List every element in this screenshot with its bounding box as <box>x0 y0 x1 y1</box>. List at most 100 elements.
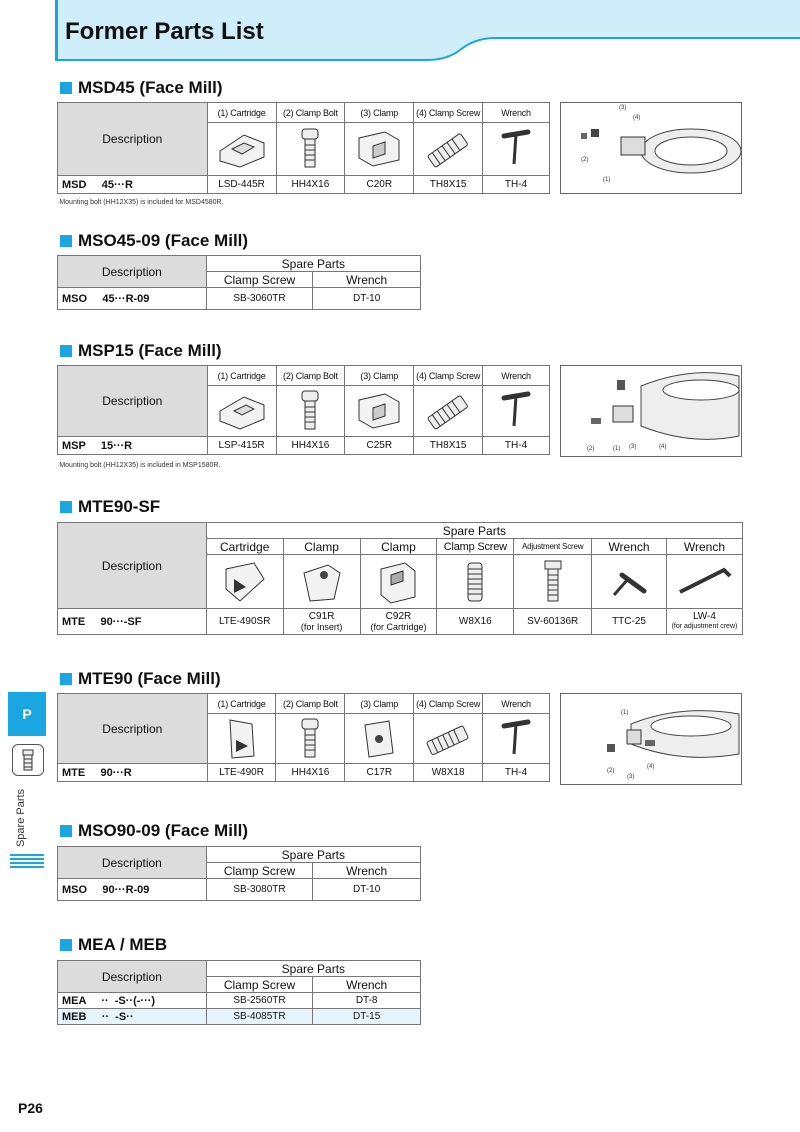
spare-parts-header: Spare Parts <box>205 960 422 977</box>
part-value: HH4X16 <box>275 175 346 194</box>
clamp-bolt-icon <box>275 713 346 764</box>
col-header: (3) Clamp <box>344 693 415 714</box>
wrench-icon <box>482 122 550 176</box>
part-value: SV-60136R <box>513 608 593 635</box>
description-header: Description <box>57 846 207 879</box>
cartridge-icon <box>206 385 277 437</box>
part-value: C25R <box>344 436 415 455</box>
side-decoration <box>10 854 44 870</box>
part-value: TTC-25 <box>591 608 667 635</box>
col-header: (2) Clamp Bolt <box>275 365 346 386</box>
section-marker-icon <box>60 673 72 685</box>
clamp-icon <box>344 713 415 764</box>
col-header: (1) Cartridge <box>206 365 277 386</box>
part-value: C92R(for Cartridge) <box>359 608 438 635</box>
col-header: (1) Cartridge <box>206 102 277 123</box>
col-header: (4) Clamp Screw <box>413 102 484 123</box>
col-header: Clamp Screw <box>205 271 314 288</box>
model-cell: MSO 45···R-09 <box>57 287 207 310</box>
msp15-assembly-diagram: (2) (1) (3) (4) <box>560 365 742 457</box>
part-value: DT-10 <box>312 878 421 901</box>
msp15-note: ·Mounting bolt (HH12X35) is included in … <box>57 462 221 469</box>
description-header: Description <box>57 693 208 764</box>
table-row: MEB ·· -S·· SB-4085TR DT-15 <box>57 1008 421 1025</box>
clamp-bolt-icon <box>275 385 346 437</box>
part-value: LTE-490SR <box>205 608 284 635</box>
col-header: (2) Clamp Bolt <box>275 102 346 123</box>
page-number: P26 <box>18 1100 43 1116</box>
section-title-text: MTE90-SF <box>78 497 161 516</box>
col-header: Adjustment Screw <box>513 538 593 555</box>
part-value: DT-8 <box>312 992 421 1009</box>
spare-parts-header: Spare Parts <box>205 255 422 272</box>
description-header: Description <box>57 365 208 437</box>
col-header: (4) Clamp Screw <box>413 365 484 386</box>
section-title-text: MTE90 (Face Mill) <box>78 669 221 688</box>
description-header: Description <box>57 102 208 176</box>
model-cell: MSO 90···R-09 <box>57 878 207 901</box>
col-header: Wrench <box>591 538 667 555</box>
assembly-illustration <box>607 710 740 758</box>
col-header: (3) Clamp <box>344 365 415 386</box>
part-value: LW-4(for adjustment crew) <box>665 608 744 635</box>
col-header: Wrench <box>312 271 421 288</box>
part-value: TH-4 <box>482 175 550 194</box>
cartridge-icon <box>206 713 277 764</box>
mso9009-table: Description Spare Parts Clamp Screw Wren… <box>57 846 422 901</box>
col-header: Cartridge <box>205 538 284 555</box>
side-tab[interactable]: P <box>8 692 46 736</box>
section-marker-icon <box>60 825 72 837</box>
part-value: C91R(for Insert) <box>282 608 361 635</box>
part-value: HH4X16 <box>275 436 346 455</box>
col-header: Clamp <box>282 538 361 555</box>
assembly-illustration <box>591 372 740 440</box>
clamp-screw-icon <box>413 385 484 437</box>
model-cell: MTE 90···R <box>57 763 208 782</box>
col-header: Clamp Screw <box>205 862 314 879</box>
spare-parts-header: Spare Parts <box>205 522 744 539</box>
section-marker-icon <box>60 939 72 951</box>
adjustment-screw-icon <box>513 554 593 609</box>
part-value: DT-10 <box>312 287 421 310</box>
part-value: W8X18 <box>413 763 484 782</box>
part-value: SB-3060TR <box>205 287 314 310</box>
col-header: Wrench <box>482 365 550 386</box>
col-header: Wrench <box>312 862 421 879</box>
cartridge-icon <box>206 122 277 176</box>
part-value: HH4X16 <box>275 763 346 782</box>
part-value: TH-4 <box>482 763 550 782</box>
description-header: Description <box>57 255 207 288</box>
section-marker-icon <box>60 501 72 513</box>
section-title-msp15: MSP15 (Face Mill) <box>60 341 222 361</box>
description-header: Description <box>57 522 207 609</box>
part-value: SB-2560TR <box>205 992 314 1009</box>
section-marker-icon <box>60 235 72 247</box>
section-title-meameb: MEA / MEB <box>60 935 167 955</box>
col-header: Wrench <box>482 693 550 714</box>
wrench-icon <box>482 713 550 764</box>
clamp-bolt-icon <box>275 122 346 176</box>
col-header: Clamp <box>359 538 438 555</box>
section-title-mte90: MTE90 (Face Mill) <box>60 669 221 689</box>
description-header: Description <box>57 960 207 993</box>
part-value: TH8X15 <box>413 175 484 194</box>
cartridge-icon <box>205 554 284 609</box>
clamp-icon <box>359 554 438 609</box>
wrench-icon <box>591 554 667 609</box>
section-title-text: MSD45 (Face Mill) <box>78 78 223 97</box>
col-header: (1) Cartridge <box>206 693 277 714</box>
table-row: MEA ·· -S··(-···) SB-2560TR DT-8 <box>57 992 421 1009</box>
header-banner <box>55 0 800 61</box>
part-value: SB-4085TR <box>205 1008 314 1025</box>
clamp-screw-icon <box>413 713 484 764</box>
clamp-screw-icon <box>413 122 484 176</box>
model-cell: MEB ·· -S·· <box>57 1008 207 1025</box>
model-cell: MSP 15···R <box>57 436 208 455</box>
hex-wrench-icon <box>665 554 744 609</box>
section-title-mso9009: MSO90-09 (Face Mill) <box>60 821 248 841</box>
assembly-illustration <box>581 128 742 174</box>
spare-parts-header: Spare Parts <box>205 846 422 863</box>
clamp-icon <box>344 122 415 176</box>
section-title-text: MSO90-09 (Face Mill) <box>78 821 249 840</box>
part-value: SB-3080TR <box>205 878 314 901</box>
